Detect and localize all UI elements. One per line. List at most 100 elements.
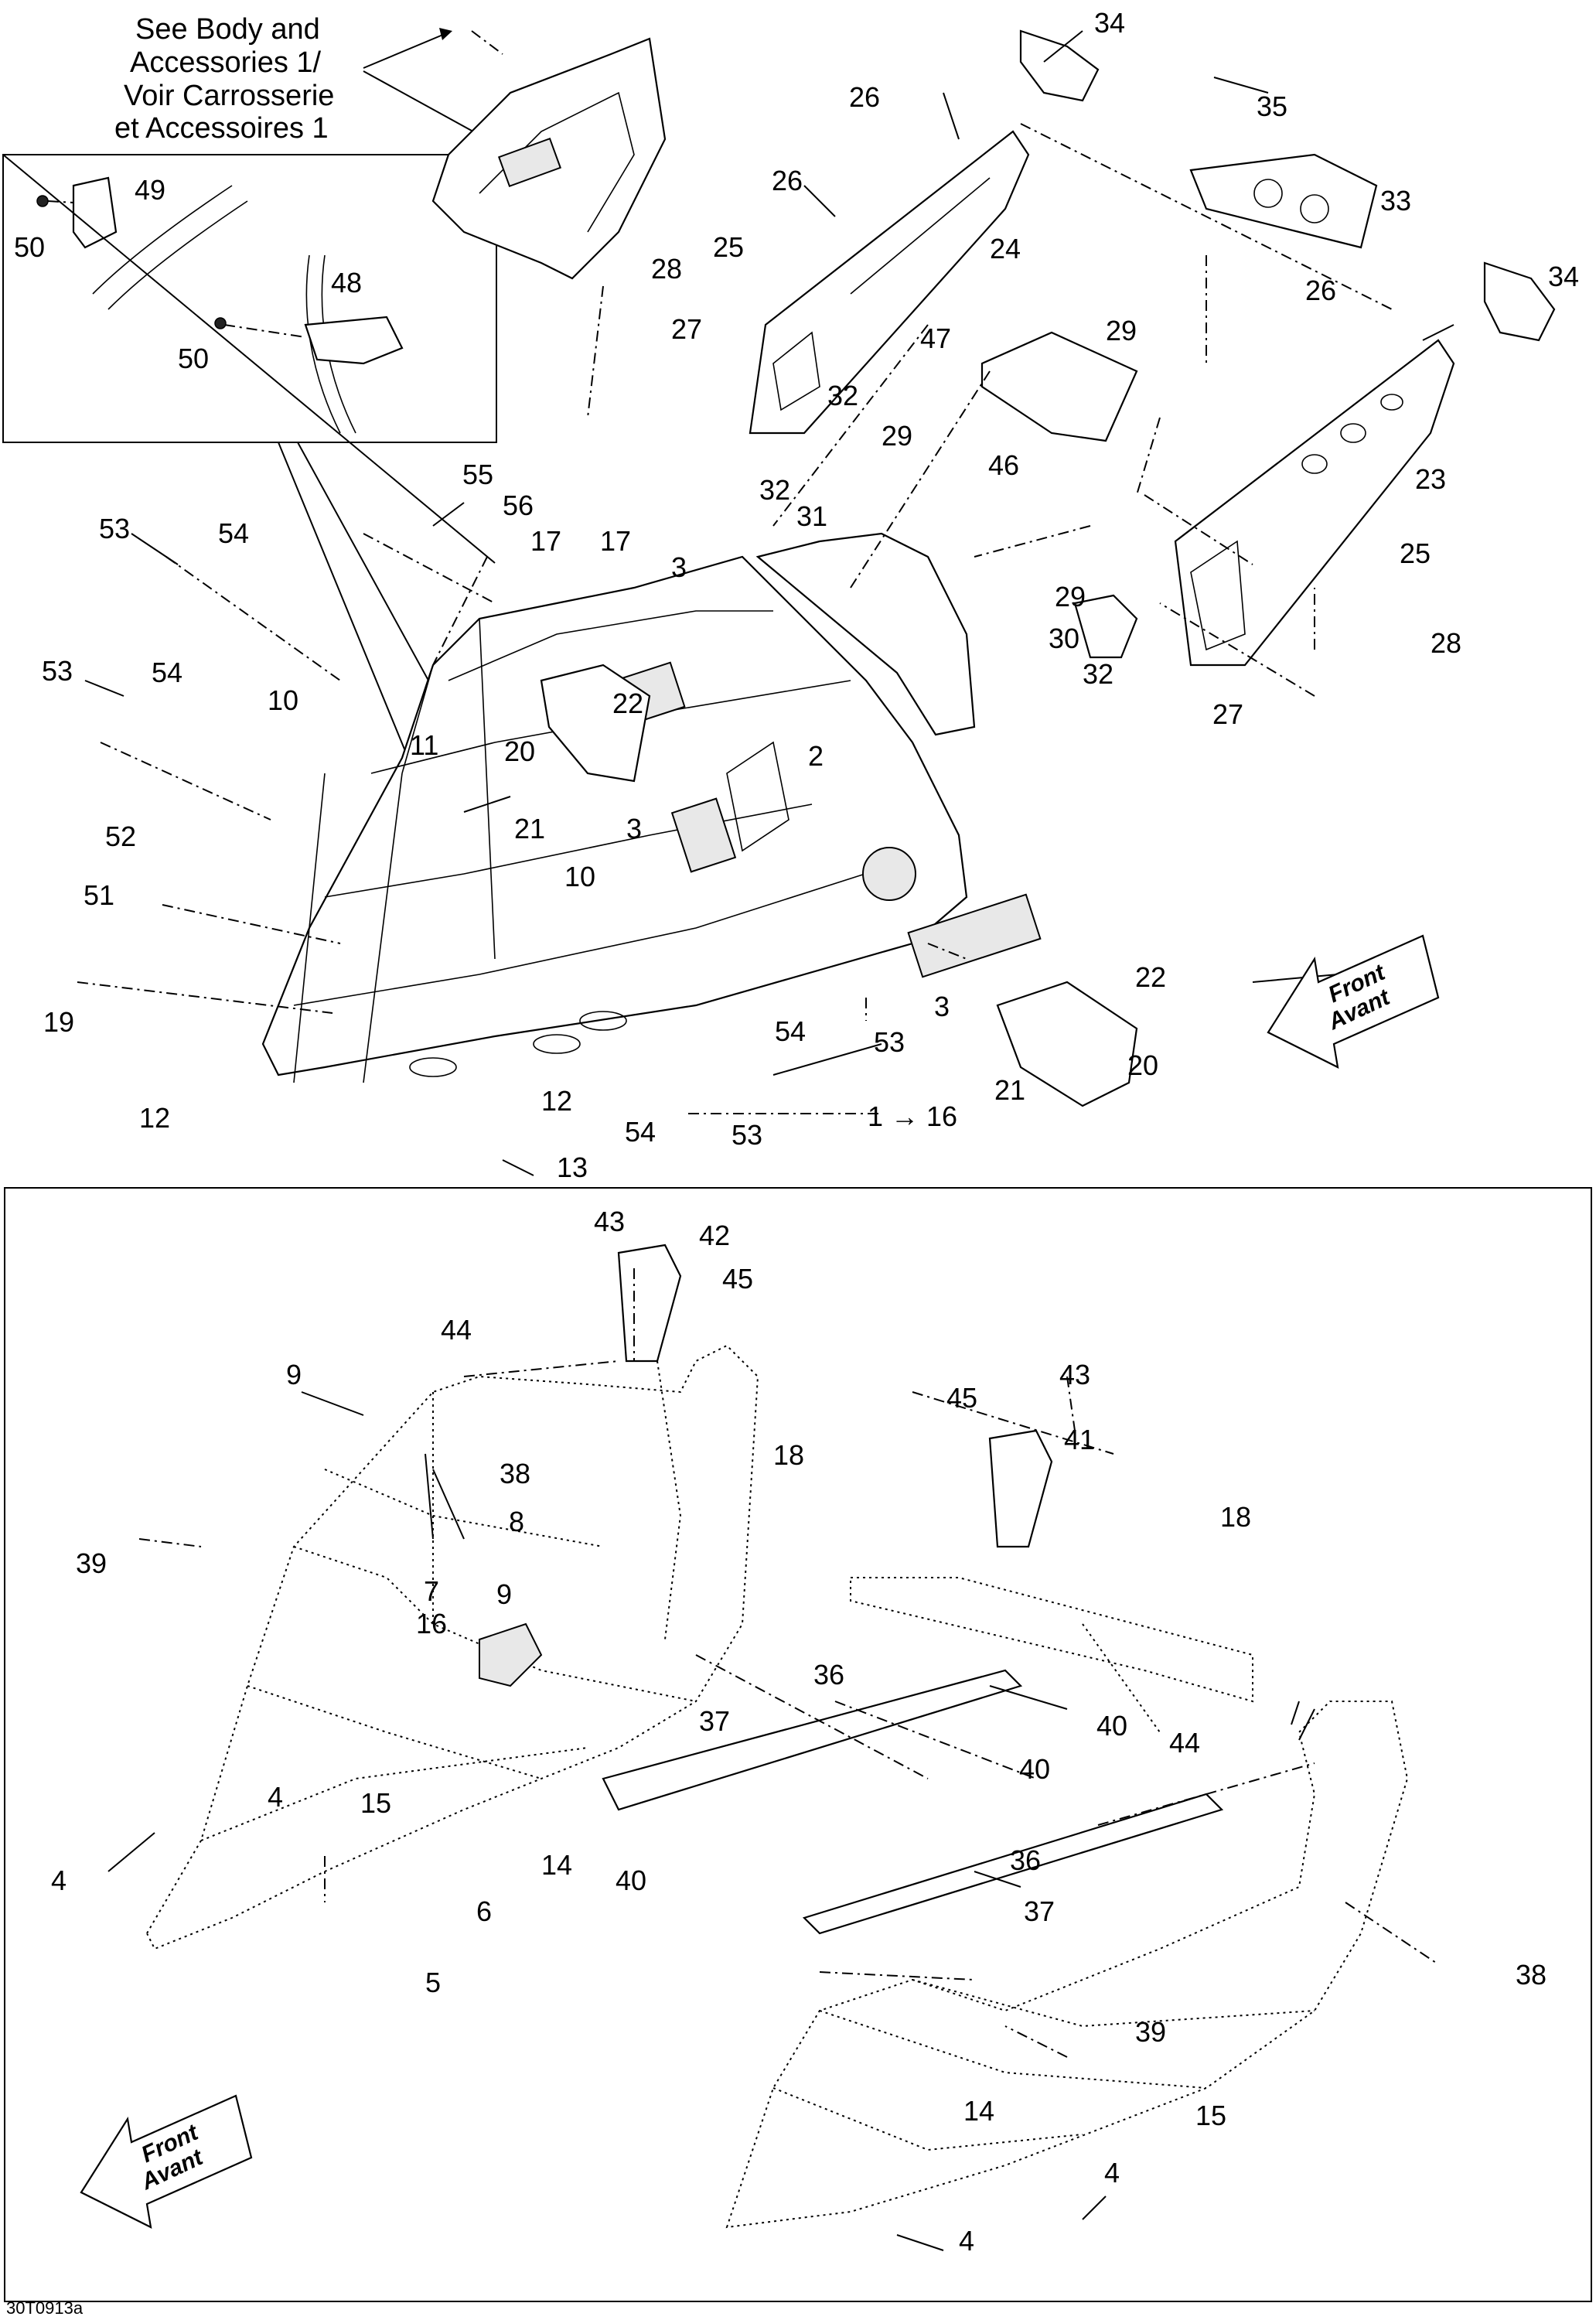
lower-frame-left bbox=[145, 1344, 759, 1950]
callout: 22 bbox=[1135, 961, 1166, 993]
callout: 17 bbox=[600, 525, 631, 557]
callout: 50 bbox=[14, 231, 45, 263]
callout: 3 bbox=[626, 813, 642, 844]
callout: 51 bbox=[84, 879, 114, 911]
callout: 36 bbox=[1010, 1844, 1041, 1876]
see-body-note: See Body and Accessories 1/ Voir Carross… bbox=[114, 13, 334, 145]
callout: 12 bbox=[541, 1085, 572, 1117]
callout: 54 bbox=[625, 1116, 656, 1148]
callout: 43 bbox=[1059, 1359, 1090, 1390]
callout: 24 bbox=[990, 233, 1021, 264]
callout: 19 bbox=[43, 1006, 74, 1038]
side-panel-24 bbox=[749, 130, 1030, 435]
callout: 4 bbox=[51, 1865, 66, 1896]
bracket-34-right bbox=[1483, 261, 1556, 342]
callout: 29 bbox=[1106, 315, 1137, 346]
bracket-33 bbox=[1189, 153, 1378, 249]
callout: 27 bbox=[671, 313, 702, 345]
callout: 32 bbox=[759, 474, 790, 506]
bracket-46 bbox=[980, 331, 1138, 442]
rail-36-upper bbox=[602, 1669, 1023, 1811]
callout: 7 bbox=[424, 1575, 439, 1607]
cross-members bbox=[850, 1577, 1253, 1733]
callout: 12 bbox=[139, 1102, 170, 1134]
callout: 16 bbox=[416, 1608, 447, 1639]
callout: 38 bbox=[500, 1458, 530, 1489]
figure-code: 30T0913a bbox=[6, 2298, 84, 2318]
footrest-left bbox=[540, 664, 651, 783]
main-frame-upper bbox=[261, 532, 1042, 1083]
callout: 52 bbox=[105, 821, 136, 852]
callout: 37 bbox=[1024, 1895, 1055, 1927]
callout: 26 bbox=[772, 165, 803, 196]
callout: 6 bbox=[476, 1895, 492, 1927]
callout: 53 bbox=[732, 1119, 762, 1151]
note-line-1: See Body and bbox=[135, 13, 320, 46]
callout: 28 bbox=[1431, 627, 1461, 659]
callout: 40 bbox=[1096, 1710, 1127, 1742]
callouts-bottom: 43 42 45 44 9 18 38 8 7 9 43 45 41 18 39… bbox=[51, 1206, 1547, 2257]
callout: 18 bbox=[773, 1439, 804, 1471]
callout: 46 bbox=[988, 449, 1019, 481]
callout: 13 bbox=[557, 1151, 588, 1183]
callout: 36 bbox=[813, 1659, 844, 1691]
callout: 39 bbox=[1135, 2016, 1166, 2048]
body-bracket bbox=[431, 30, 667, 418]
callout: 40 bbox=[616, 1865, 646, 1896]
callout: 53 bbox=[42, 655, 73, 687]
bracket-34-top bbox=[1019, 29, 1100, 102]
callout: 29 bbox=[1055, 581, 1086, 612]
callout: 4 bbox=[268, 1781, 283, 1813]
callout: 10 bbox=[268, 684, 298, 716]
callout: 55 bbox=[462, 459, 493, 490]
callout: 37 bbox=[699, 1705, 730, 1737]
callout: 43 bbox=[594, 1206, 625, 1237]
callout: 14 bbox=[963, 2095, 994, 2127]
callout: 38 bbox=[1516, 1959, 1547, 1991]
callout: 45 bbox=[946, 1382, 977, 1414]
callout: 4 bbox=[1104, 2157, 1120, 2189]
front-arrow-top: Front Avant bbox=[1267, 934, 1440, 1069]
callout: 18 bbox=[1220, 1501, 1251, 1533]
callout: 44 bbox=[1169, 1727, 1200, 1759]
callout: 35 bbox=[1257, 90, 1287, 122]
callout: 21 bbox=[994, 1074, 1025, 1106]
callout: 54 bbox=[218, 517, 249, 549]
callout: 31 bbox=[796, 500, 827, 532]
callouts-top: 34 26 35 33 26 24 25 28 27 34 29 47 26 3… bbox=[14, 7, 1579, 1183]
callout: 8 bbox=[509, 1506, 524, 1537]
lower-frame-right bbox=[725, 1701, 1409, 2229]
callout: 54 bbox=[152, 657, 182, 688]
callout: 28 bbox=[651, 253, 682, 285]
note-line-4: et Accessoires 1 bbox=[114, 112, 329, 145]
callout: 9 bbox=[286, 1359, 302, 1390]
bracket-30 bbox=[1073, 594, 1138, 659]
callout: 47 bbox=[920, 322, 951, 354]
callout: 10 bbox=[564, 861, 595, 892]
callout: 3 bbox=[671, 551, 687, 583]
callout: 53 bbox=[99, 513, 130, 544]
callout: 2 bbox=[808, 740, 824, 772]
note-line-2: Accessories 1/ bbox=[130, 46, 322, 79]
bottom-panel-border bbox=[4, 1187, 1592, 2302]
callout: 20 bbox=[504, 735, 535, 767]
callout: 9 bbox=[496, 1578, 512, 1610]
callout: 15 bbox=[1195, 2100, 1226, 2131]
note-line-3: Voir Carrosserie bbox=[124, 80, 334, 112]
callout: 29 bbox=[882, 420, 912, 452]
callout: 32 bbox=[1083, 658, 1113, 690]
callout: 5 bbox=[425, 1967, 441, 1998]
callout: 32 bbox=[827, 380, 858, 411]
callout: 45 bbox=[722, 1263, 753, 1295]
callout: 34 bbox=[1548, 261, 1579, 292]
callout: 39 bbox=[76, 1547, 107, 1579]
callout: 49 bbox=[135, 174, 165, 206]
callout: 25 bbox=[1400, 537, 1431, 569]
bracket-41 bbox=[988, 1429, 1053, 1548]
part-16 bbox=[479, 1622, 543, 1687]
callout: 27 bbox=[1212, 698, 1243, 730]
callout: 20 bbox=[1127, 1049, 1158, 1081]
callout: 25 bbox=[713, 231, 744, 263]
callout: 21 bbox=[514, 813, 545, 844]
